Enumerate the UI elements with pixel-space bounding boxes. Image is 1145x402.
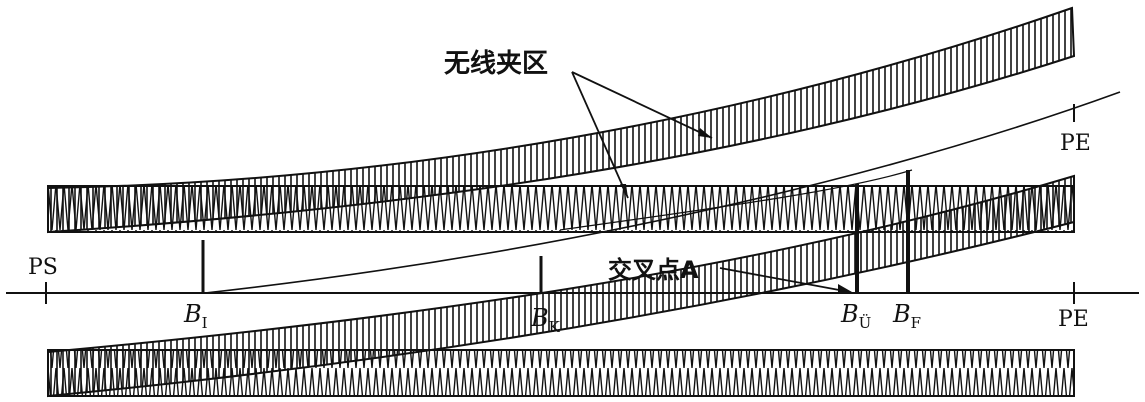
bu-label: BÜ — [840, 300, 871, 332]
b1-label: BI — [183, 300, 208, 332]
crossing-point-label: 交叉点A — [608, 256, 699, 284]
ps-label: PS — [28, 255, 58, 280]
bk-label: BK — [530, 304, 561, 336]
wireless-leader-1 — [571, 71, 713, 139]
diagonal-thin-line — [559, 169, 913, 231]
crossing-leader — [719, 267, 851, 293]
pe-upper-label: PE — [1060, 131, 1091, 156]
crossing-arrow — [838, 284, 852, 292]
wireless-arrow-1 — [698, 128, 712, 138]
bf-label: BF — [892, 300, 921, 332]
wireless-zone-label: 无线夹区 — [444, 49, 548, 79]
lower-straight-band — [47, 349, 1075, 397]
wireless-arrow-2 — [620, 184, 628, 198]
wireless-leader-2 — [571, 71, 629, 199]
pe-lower-label: PE — [1058, 307, 1089, 332]
branch-line — [204, 91, 1121, 294]
